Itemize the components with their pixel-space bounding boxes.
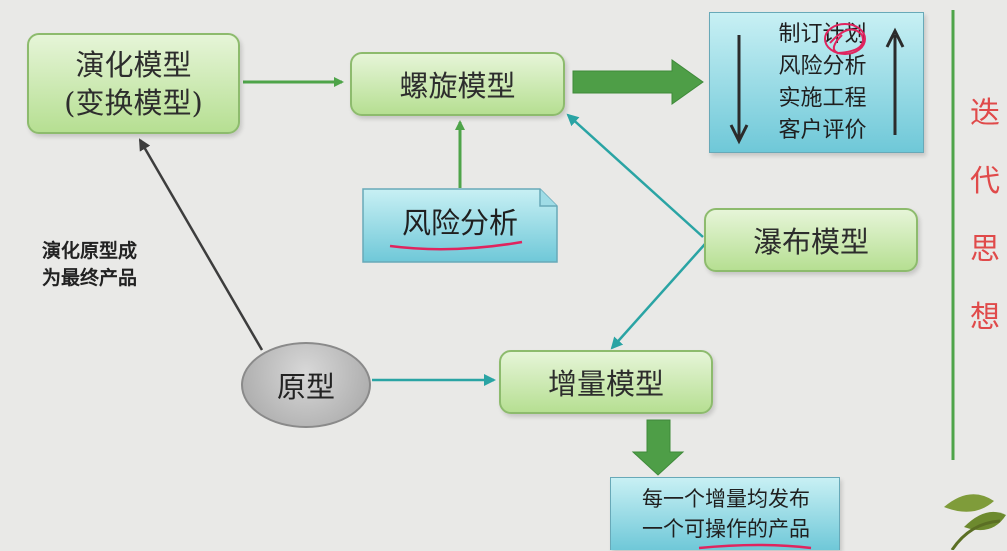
spiral-label: 螺旋模型 xyxy=(399,69,516,103)
prototype-label: 原型 xyxy=(276,370,335,404)
block-arrow-incremental-to-release xyxy=(631,419,685,476)
release-underline xyxy=(698,543,812,550)
risk-underline xyxy=(389,240,523,251)
node-evolution-model: 演化模型 (变换模型) xyxy=(27,33,240,134)
incremental-label: 增量模型 xyxy=(547,367,664,401)
node-incremental-model: 增量模型 xyxy=(499,350,713,414)
plant-decoration-icon xyxy=(944,494,1006,550)
side-title-iteration: 迭 代 思 想 xyxy=(965,88,1005,336)
edge-label-prototype-to-final: 演化原型成 为最终产品 xyxy=(42,238,137,292)
side-title-char-1: 迭 xyxy=(970,96,1000,131)
block-arrow-spiral-to-steps xyxy=(572,59,704,105)
edge-label-line-2: 为最终产品 xyxy=(42,267,138,289)
node-risk-analysis: 风险分析 xyxy=(362,188,558,263)
node-waterfall-model: 瀑布模型 xyxy=(704,208,918,272)
side-title-char-4: 想 xyxy=(970,300,1000,335)
risk-note-shape xyxy=(362,188,558,263)
release-line-1: 每一个增量均发布 xyxy=(642,487,810,511)
arrow-prototype-to-evolution xyxy=(138,138,264,351)
node-release-product: 每一个增量均发布 一个可操作的产品 xyxy=(610,477,840,550)
waterfall-label: 瀑布模型 xyxy=(752,225,869,259)
node-prototype: 原型 xyxy=(241,342,371,428)
node-spiral-model: 螺旋模型 xyxy=(350,52,565,116)
step-engineering: 实施工程 xyxy=(778,86,867,111)
release-underline-shape xyxy=(698,543,812,550)
highlight-circle xyxy=(824,23,866,55)
highlight-scribble xyxy=(829,28,864,55)
evolution-title: 演化模型 xyxy=(75,47,192,82)
steps-arrows xyxy=(729,23,905,145)
arrow-waterfall-to-spiral xyxy=(566,113,704,238)
edge-label-line-1: 演化原型成 xyxy=(42,240,138,262)
arrow-waterfall-to-incremental xyxy=(610,243,706,350)
node-spiral-steps: 制订计划 风险分析 实施工程 客户评价 xyxy=(709,12,924,153)
step-plan: 制订计划 xyxy=(778,22,867,47)
evolution-subtitle: (变换模型) xyxy=(64,85,203,120)
step-risk: 风险分析 xyxy=(778,54,867,79)
release-line-2: 一个可操作的产品 xyxy=(642,517,810,541)
side-title-char-3: 思 xyxy=(970,232,1000,267)
side-title-char-2: 代 xyxy=(970,164,1000,199)
risk-label: 风险分析 xyxy=(401,206,518,240)
step-customer-review: 客户评价 xyxy=(778,118,867,143)
